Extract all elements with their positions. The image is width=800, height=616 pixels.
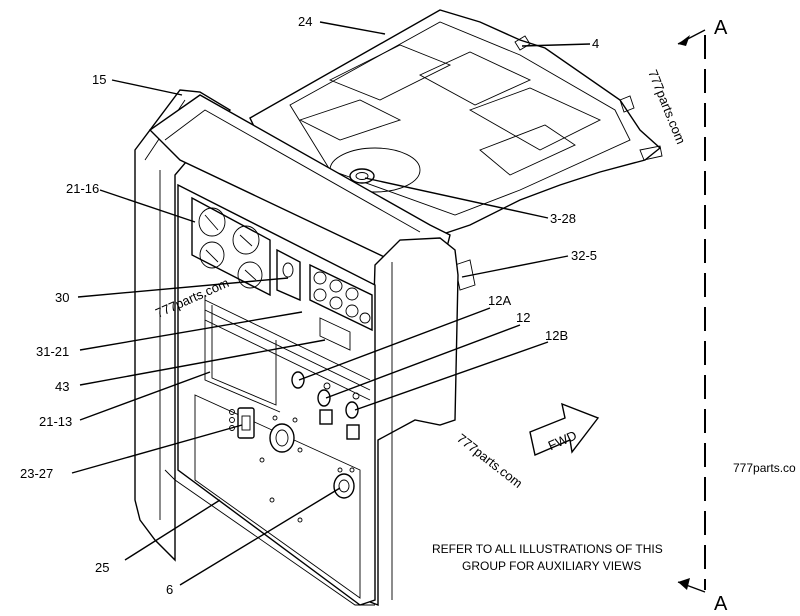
section-marker-bottom: A — [714, 593, 728, 615]
callout-21-13: 21-13 — [39, 414, 72, 429]
watermark-edge: 777parts.co — [733, 461, 796, 475]
section-marker-top: A — [714, 17, 728, 39]
callout-3-28: 3-28 — [550, 211, 576, 226]
fwd-arrow — [529, 402, 600, 456]
callout-43: 43 — [55, 379, 69, 394]
top-tray — [249, 9, 663, 291]
callout-24: 24 — [298, 14, 312, 29]
gauge-panel — [191, 196, 373, 413]
callout-32-5: 32-5 — [571, 248, 597, 263]
callout-23-27: 23-27 — [20, 466, 53, 481]
section-line — [677, 29, 706, 593]
callout-labels: 24 4 15 21-16 3-28 32-5 30 12A 12 12B 31… — [20, 14, 599, 597]
callout-12B: 12B — [545, 328, 568, 343]
receptacle — [269, 467, 355, 523]
callout-6: 6 — [166, 582, 173, 597]
note-line-2: GROUP FOR AUXILIARY VIEWS — [462, 559, 641, 573]
note-line-1: REFER TO ALL ILLUSTRATIONS OF THIS — [432, 542, 663, 556]
leader-lines — [71, 21, 591, 586]
connectors — [291, 371, 360, 440]
watermark-bottom: 777parts.com — [454, 431, 525, 491]
watermark-right: 777parts.com — [645, 68, 688, 147]
callout-21-16: 21-16 — [66, 181, 99, 196]
callout-12A: 12A — [488, 293, 511, 308]
callout-12: 12 — [516, 310, 530, 325]
callout-31-21: 31-21 — [36, 344, 69, 359]
callout-15: 15 — [92, 72, 106, 87]
callout-25: 25 — [95, 560, 109, 575]
callout-4: 4 — [592, 36, 599, 51]
callout-30: 30 — [55, 290, 69, 305]
switch-panel — [229, 407, 303, 463]
